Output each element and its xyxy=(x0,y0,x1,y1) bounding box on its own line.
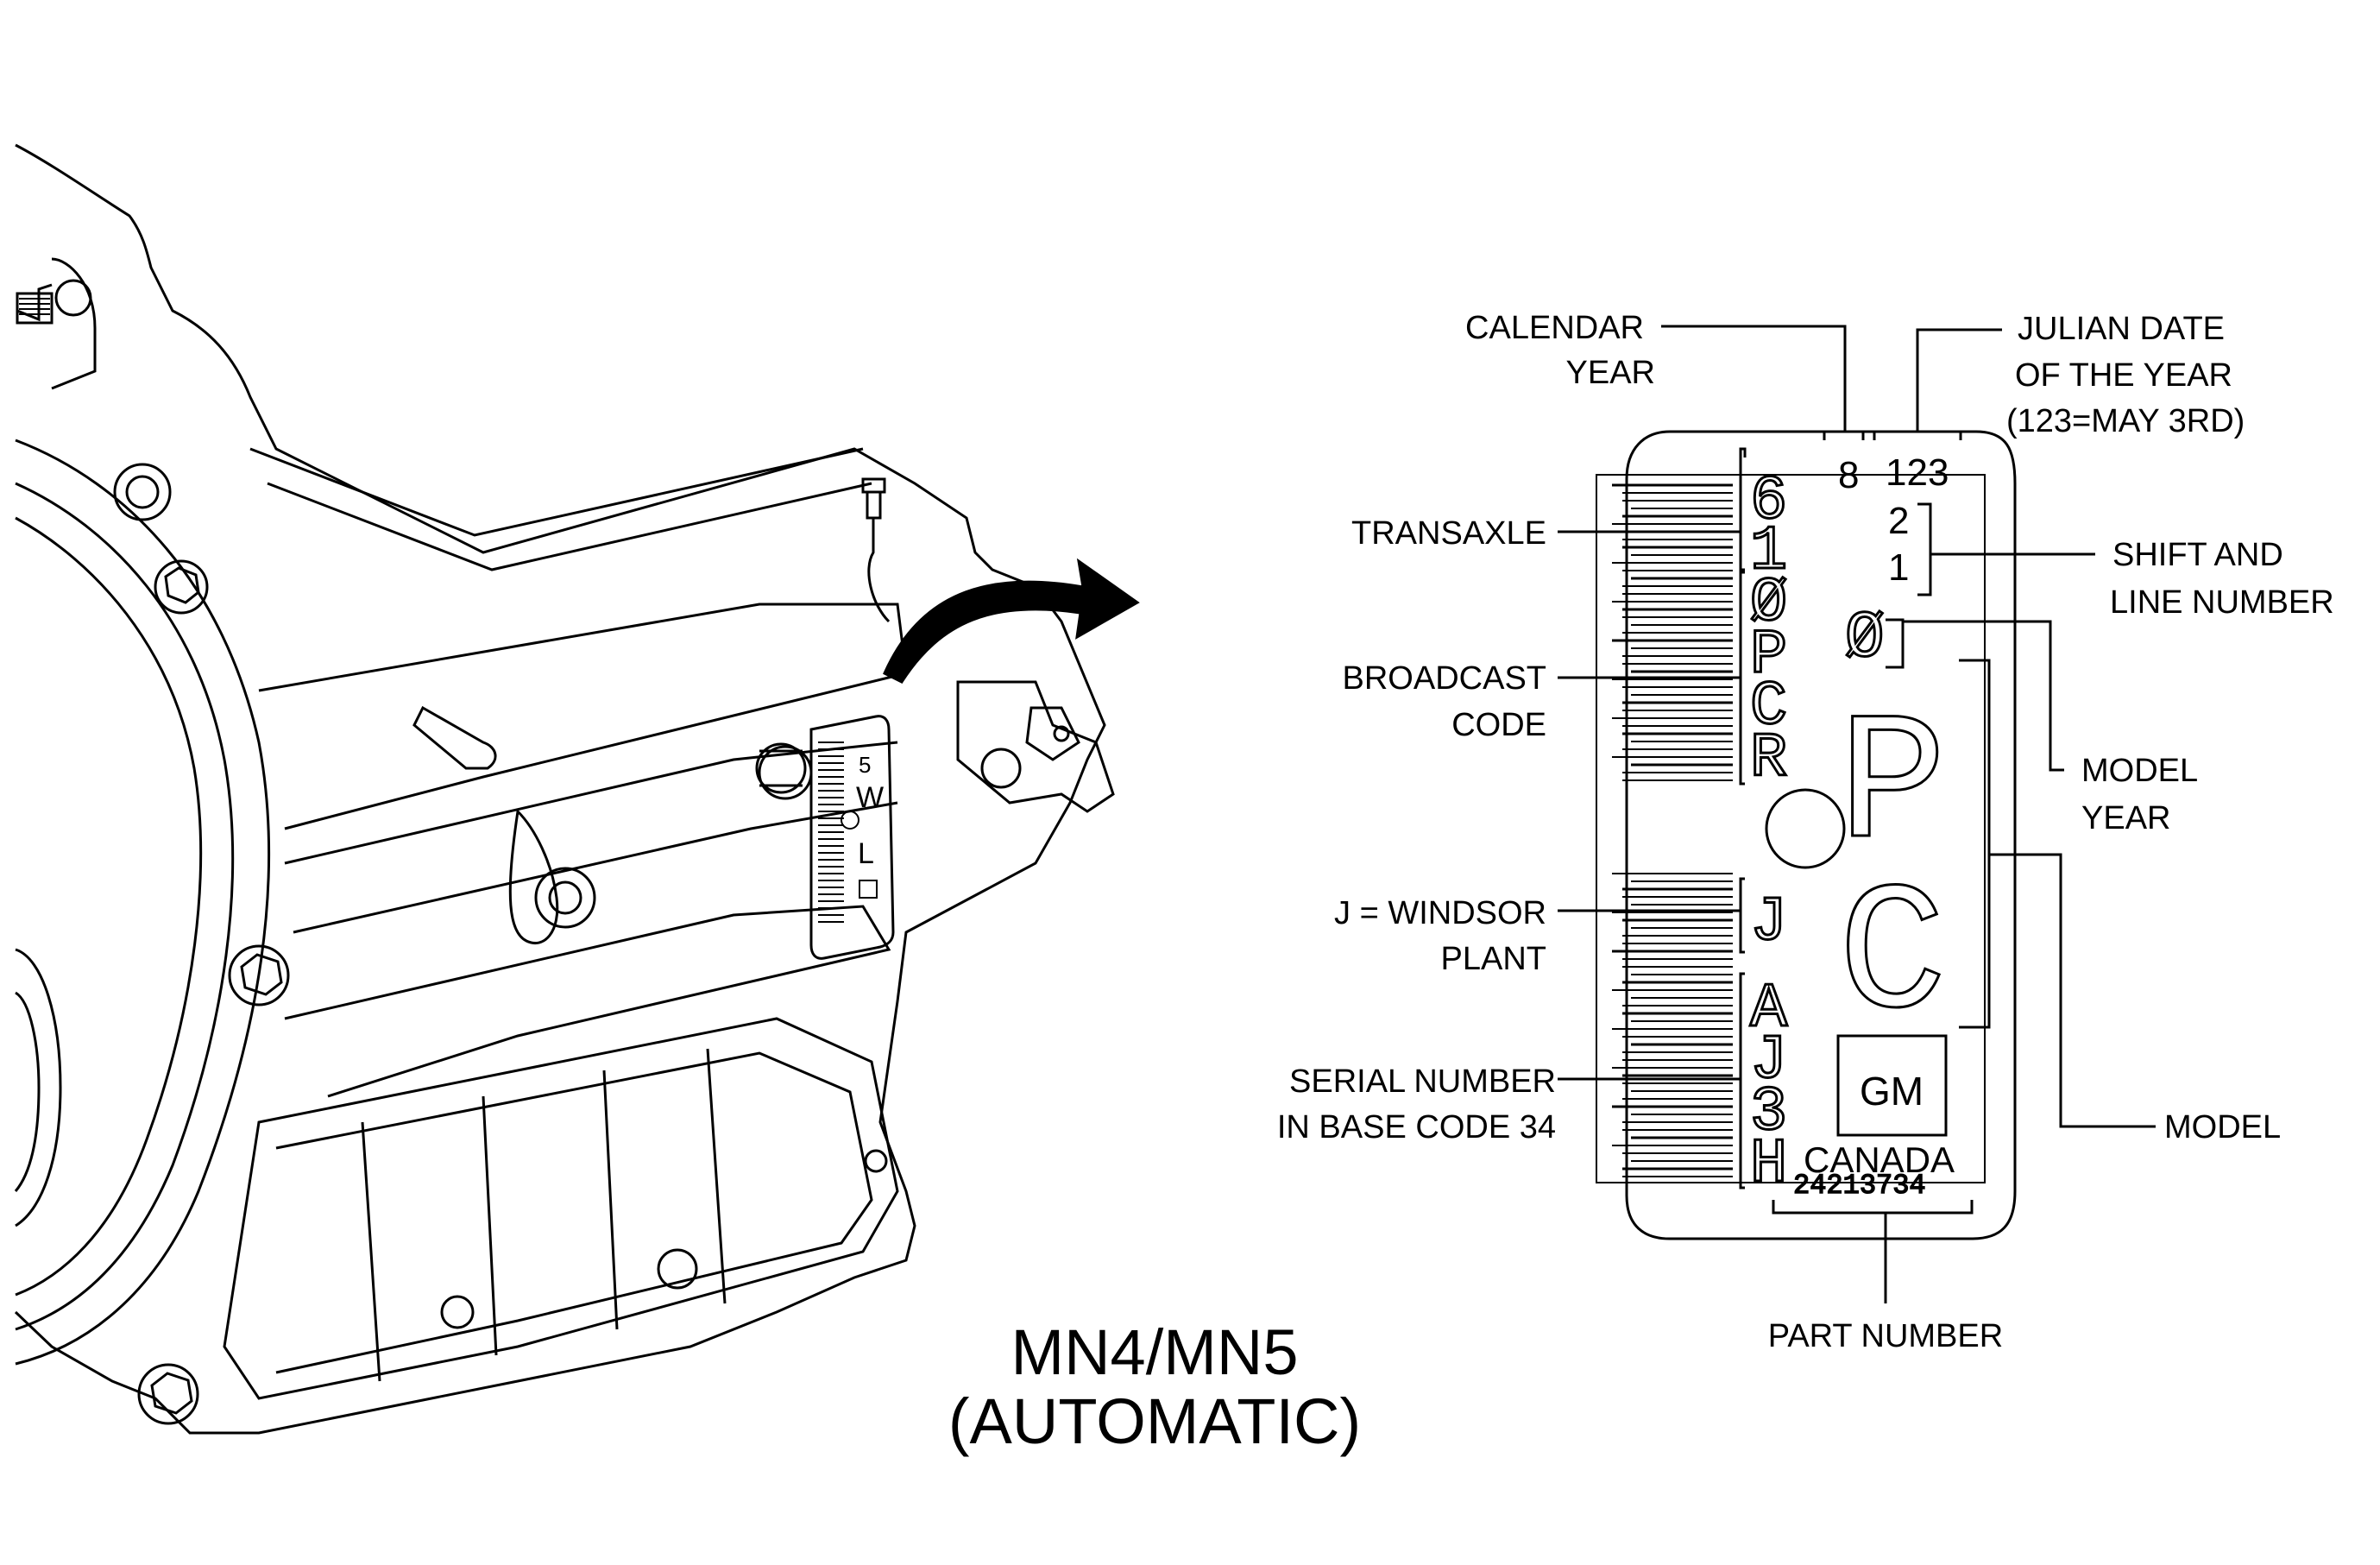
tag-mounting-hole xyxy=(1765,788,1846,869)
tag-serial-char-3: 3 xyxy=(1750,1077,1787,1148)
vent-tube xyxy=(861,477,891,623)
tag-shift-digit: 2 xyxy=(1888,500,1909,542)
case-id-tag-barcode xyxy=(818,741,844,923)
bell-housing-bore-inner xyxy=(14,991,41,1192)
tag-gm-logo-box xyxy=(1836,1034,1948,1137)
tag-transaxle-char-2: 1 xyxy=(1750,516,1787,587)
case-id-tag-char-1: 5 xyxy=(859,752,871,778)
tag-model-year-char: Ø xyxy=(1845,602,1885,676)
transmission-illustration: 5 W L xyxy=(14,143,1115,1435)
case-mid-panel xyxy=(284,905,891,1098)
label-broadcast-1: BROADCAST xyxy=(1343,660,1546,697)
tag-serial-char-4: H xyxy=(1750,1129,1787,1200)
pointer-arrow xyxy=(883,558,1140,684)
tag-plant-char: J xyxy=(1750,887,1787,958)
leader-model xyxy=(1989,853,2156,1128)
tag-serial-char-1: A xyxy=(1750,974,1788,1044)
bell-housing-rim xyxy=(15,516,203,1297)
label-shift-line-2: LINE NUMBER xyxy=(2110,584,2334,621)
oil-pan-flange xyxy=(275,1051,873,1374)
bracket-plant xyxy=(1739,877,1745,954)
tag-inner-border xyxy=(1596,474,1986,1183)
id-tag-detail: 8 123 2 1 Ø P C 6 1 Ø P C R J A J 3 H GM… xyxy=(1558,325,2156,1303)
tag-line-digit: 1 xyxy=(1888,546,1909,589)
locating-pin xyxy=(412,705,497,770)
leader-calendar-year xyxy=(1661,325,1847,432)
stud-top-left xyxy=(16,257,97,390)
tag-model-letter-c: C xyxy=(1838,855,1947,1061)
tag-broadcast-char-2: P xyxy=(1750,620,1787,691)
leader-model-year xyxy=(1903,620,2064,772)
tag-model-letter-p: P xyxy=(1838,685,1947,891)
tag-serial-char-2: J xyxy=(1750,1025,1787,1096)
oil-pan-outline xyxy=(223,1017,899,1400)
bracket-model-year xyxy=(1886,618,1905,669)
label-serial-2: IN BASE CODE 34 xyxy=(1277,1109,1556,1145)
case-id-tag-hole xyxy=(841,811,859,830)
case-side-panel xyxy=(258,603,908,830)
bracket-transaxle xyxy=(1739,447,1747,571)
tag-calendar-year-digit: 8 xyxy=(1838,454,1859,496)
flange-bolt-bottom xyxy=(137,1363,199,1425)
case-id-tag-char-3: L xyxy=(858,837,874,870)
oil-pan-ribs xyxy=(361,1048,727,1382)
label-plant-2: PLANT xyxy=(1441,941,1546,977)
case-id-tag-logo-box xyxy=(859,880,878,899)
label-model-year-2: YEAR xyxy=(2081,800,2170,836)
case-round-boss xyxy=(758,745,813,800)
bell-housing-bore xyxy=(15,948,62,1227)
label-broadcast-2: CODE xyxy=(1451,707,1546,743)
tag-transaxle-char-1: 6 xyxy=(1750,466,1787,537)
side-cover-boss xyxy=(755,742,807,794)
label-serial-1: SERIAL NUMBER xyxy=(1289,1063,1556,1100)
label-plant-1: J = WINDSOR xyxy=(1334,895,1546,931)
bracket-broadcast xyxy=(1739,571,1745,786)
bracket-shift-line xyxy=(1917,502,1932,596)
tag-julian-digits: 123 xyxy=(1886,451,1949,494)
case-top-rib xyxy=(249,447,872,571)
tag-country: CANADA xyxy=(1804,1139,1955,1180)
label-julian-date-1: JULIAN DATE xyxy=(2018,311,2225,347)
label-julian-date-3: (123=MAY 3RD) xyxy=(2006,403,2245,439)
bracket-model xyxy=(1959,659,1991,1029)
flange-bolt-top xyxy=(113,463,209,615)
flange-bolt-mid xyxy=(228,944,290,1007)
tag-barcode xyxy=(1612,483,1733,1177)
shift-lever xyxy=(508,808,596,944)
pointer-arrow-body xyxy=(883,558,1140,684)
label-model-year-1: MODEL xyxy=(2081,753,2198,789)
bracket-julian-date xyxy=(1873,430,1962,440)
tag-broadcast-char-3: C xyxy=(1750,672,1787,742)
oil-pan-bolt-right xyxy=(864,1149,888,1173)
bracket-calendar-year xyxy=(1823,430,1865,440)
case-id-tag-char-2: W xyxy=(856,781,884,814)
case-id-tag: 5 W L xyxy=(809,715,895,960)
tag-broadcast-char-1: Ø xyxy=(1750,568,1787,639)
label-transaxle: TRANSAXLE xyxy=(1351,515,1546,552)
tag-part-number: 24213734 xyxy=(1793,1170,1926,1202)
label-calendar-year-2: YEAR xyxy=(1566,355,1655,391)
bracket-part-number xyxy=(1772,1200,1974,1215)
bell-housing-inner xyxy=(15,482,235,1331)
tag-plate xyxy=(1625,430,2017,1240)
bell-housing-front xyxy=(15,439,271,1366)
label-part-number: PART NUMBER xyxy=(1768,1318,2003,1354)
diagram-title-line-2: (AUTOMATIC) xyxy=(948,1385,1361,1457)
label-calendar-year-1: CALENDAR xyxy=(1465,310,1644,346)
tag-gm-logo: GM xyxy=(1860,1069,1924,1114)
leader-julian-date xyxy=(1916,328,2002,432)
oil-pan-bolt-left xyxy=(657,1248,698,1290)
tag-broadcast-char-4: R xyxy=(1750,723,1787,794)
transmission-case-outline xyxy=(14,143,1106,1435)
bracket-serial xyxy=(1739,972,1745,1190)
label-julian-date-2: OF THE YEAR xyxy=(2015,357,2232,394)
oil-pan-bolt-mid xyxy=(440,1295,475,1329)
label-model: MODEL xyxy=(2164,1109,2281,1145)
speed-sensor xyxy=(956,680,1115,813)
label-shift-line-1: SHIFT AND xyxy=(2112,537,2283,573)
diagram-title-line-1: MN4/MN5 xyxy=(1011,1316,1298,1388)
